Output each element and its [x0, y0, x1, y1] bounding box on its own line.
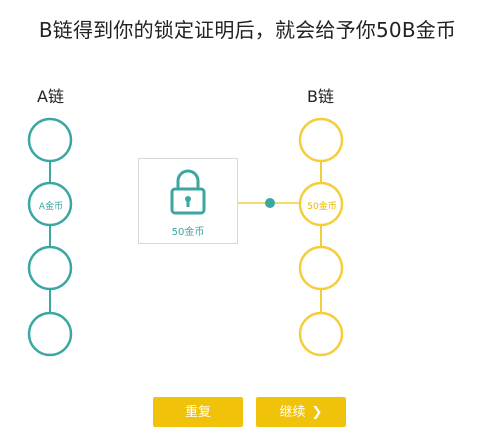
reset-button[interactable]: 重复 [153, 397, 243, 427]
chain-a-node-4 [27, 311, 73, 357]
chain-a-node-3 [27, 245, 73, 291]
chain-b-node-3 [298, 245, 344, 291]
chain-b-node-4 [298, 311, 344, 357]
chain-b-node-2 [298, 181, 344, 227]
reset-button-label: 重复 [184, 405, 211, 420]
chain-b-node-1 [298, 117, 344, 163]
chain-a-node-2 [27, 181, 73, 227]
chain-a-node-1 [27, 117, 73, 163]
chain-a-node-label: A金币 [38, 202, 64, 212]
lock-caption: 50金币 [171, 227, 205, 238]
chain-b-node-label: 50金币 [307, 202, 337, 212]
chevron-right-icon: ❯ [311, 405, 323, 420]
chain-a-label: A链 [37, 87, 64, 106]
instruction-title: B链得到你的锁定证明后，就会给予你50B金币 [38, 18, 457, 42]
continue-button-label: 继续 [279, 405, 306, 420]
lock-connector-dot [265, 198, 275, 208]
continue-button[interactable]: 继续 ❯ [256, 397, 346, 427]
lock-icon [170, 169, 206, 215]
lock-proof-box: 50金币 [138, 158, 238, 244]
chain-b-label: B链 [307, 87, 334, 106]
